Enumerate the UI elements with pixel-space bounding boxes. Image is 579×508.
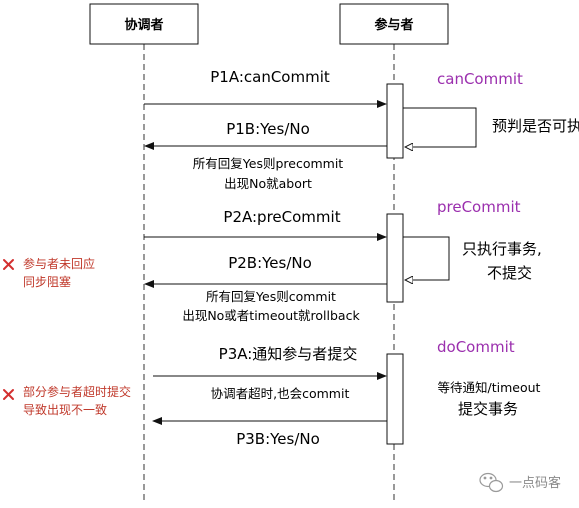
activation-do-commit bbox=[386, 353, 404, 445]
message-p2a-label: P2A:preCommit bbox=[223, 208, 340, 226]
self-note-can-commit: 预判是否可执行 bbox=[492, 117, 579, 135]
problem-1-line2: 同步阻塞 bbox=[23, 274, 71, 289]
rule-can-commit-line2: 出现No就abort bbox=[224, 176, 312, 191]
rule-can-commit-line1: 所有回复Yes则precommit bbox=[193, 156, 344, 171]
self-note-pre-commit-line1: 只执行事务, bbox=[462, 240, 542, 258]
coordinator-box bbox=[89, 3, 199, 45]
message-p1a-label: P1A:canCommit bbox=[210, 68, 330, 86]
self-message-can-commit bbox=[403, 107, 477, 147]
problem-1-line1: 参与者未回应 bbox=[23, 256, 95, 271]
problem-mark-icon bbox=[3, 259, 14, 270]
message-p2b-label: P2B:Yes/No bbox=[228, 254, 312, 272]
coordinator-label: 协调者 bbox=[124, 17, 163, 33]
message-p1b-label: P1B:Yes/No bbox=[226, 120, 310, 138]
rule-pre-commit-line1: 所有回复Yes则commit bbox=[206, 289, 336, 304]
participant-box bbox=[339, 3, 449, 45]
rule-pre-commit-line2: 出现No或者timeout就rollback bbox=[182, 308, 360, 323]
phase-title-can-commit: canCommit bbox=[437, 70, 523, 88]
wechat-logo-icon bbox=[479, 472, 504, 493]
waiting-note-line2: 提交事务 bbox=[458, 400, 518, 418]
phase-title-do-commit: doCommit bbox=[437, 338, 515, 356]
problem-mark-icon bbox=[3, 389, 14, 400]
self-note-pre-commit-line2: 不提交 bbox=[487, 264, 532, 282]
activation-pre-commit bbox=[386, 213, 404, 303]
problem-2-line2: 导致出现不一致 bbox=[23, 403, 107, 417]
problem-2-line1: 部分参与者超时提交 bbox=[23, 384, 131, 399]
message-p3b-label: P3B:Yes/No bbox=[236, 430, 320, 448]
waiting-note-line1: 等待通知/timeout bbox=[438, 380, 541, 395]
activation-can-commit bbox=[386, 83, 404, 159]
timeout-note: 协调者超时,也会commit bbox=[211, 386, 350, 401]
watermark-text: 一点码客 bbox=[509, 475, 561, 491]
phase-title-pre-commit: preCommit bbox=[437, 198, 521, 216]
self-message-pre-commit bbox=[403, 236, 450, 280]
message-p3a-label: P3A:通知参与者提交 bbox=[219, 345, 358, 363]
participant-label: 参与者 bbox=[374, 17, 413, 33]
